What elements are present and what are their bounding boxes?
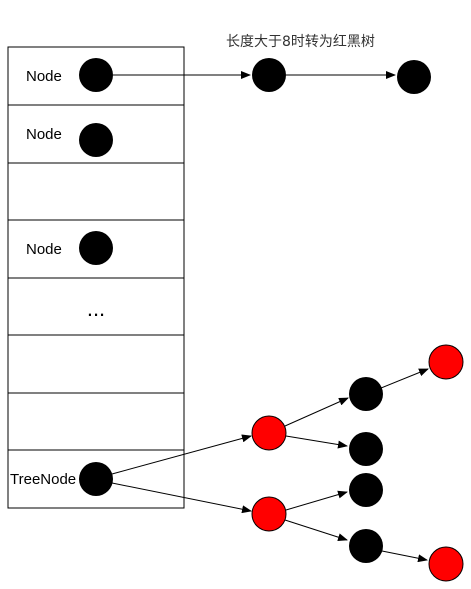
node-tree-red-bottom xyxy=(428,546,464,582)
node-bucket-1 xyxy=(79,123,113,157)
node-tree-black-c xyxy=(349,473,383,507)
nodes xyxy=(79,58,464,582)
node-tree-black-d xyxy=(349,529,383,563)
bucket-cell-5 xyxy=(7,334,185,394)
cell-label-3: Node xyxy=(26,241,62,258)
node-bucket-3 xyxy=(79,231,113,265)
node-tree-red-top xyxy=(428,344,464,380)
node-bucket-0 xyxy=(79,58,113,92)
tree-edge-lower-c xyxy=(285,490,348,511)
tree-edge-d-red xyxy=(381,550,428,563)
bucket-cell-2 xyxy=(7,162,185,221)
cell-label-4: ... xyxy=(87,296,105,321)
node-tree-red-lower xyxy=(251,496,287,532)
tree-edge-root-upper xyxy=(111,434,252,475)
tree-edge-lower-d xyxy=(284,519,348,542)
bucket-cell-6 xyxy=(7,392,185,451)
treeify-note: 长度大于8时转为红黑树 xyxy=(226,34,375,50)
tree-edges xyxy=(111,368,429,563)
node-tree-black-b xyxy=(349,432,383,466)
bucket-table xyxy=(7,46,185,509)
tree-edge-upper-b xyxy=(285,435,348,449)
cell-label-0: Node xyxy=(26,68,62,85)
node-tree-root xyxy=(79,462,113,496)
node-tree-red-upper xyxy=(251,415,287,451)
cell-label-1: Node xyxy=(26,126,62,143)
node-tree-black-a xyxy=(349,377,383,411)
bucket-cell-4 xyxy=(7,277,185,336)
tree-edge-upper-a xyxy=(284,397,349,427)
tree-edge-a-red xyxy=(380,368,429,389)
cell-label-7: TreeNode xyxy=(10,471,76,488)
node-list-2 xyxy=(397,60,431,94)
node-list-1 xyxy=(252,58,286,92)
tree-edge-root-lower xyxy=(111,482,252,514)
